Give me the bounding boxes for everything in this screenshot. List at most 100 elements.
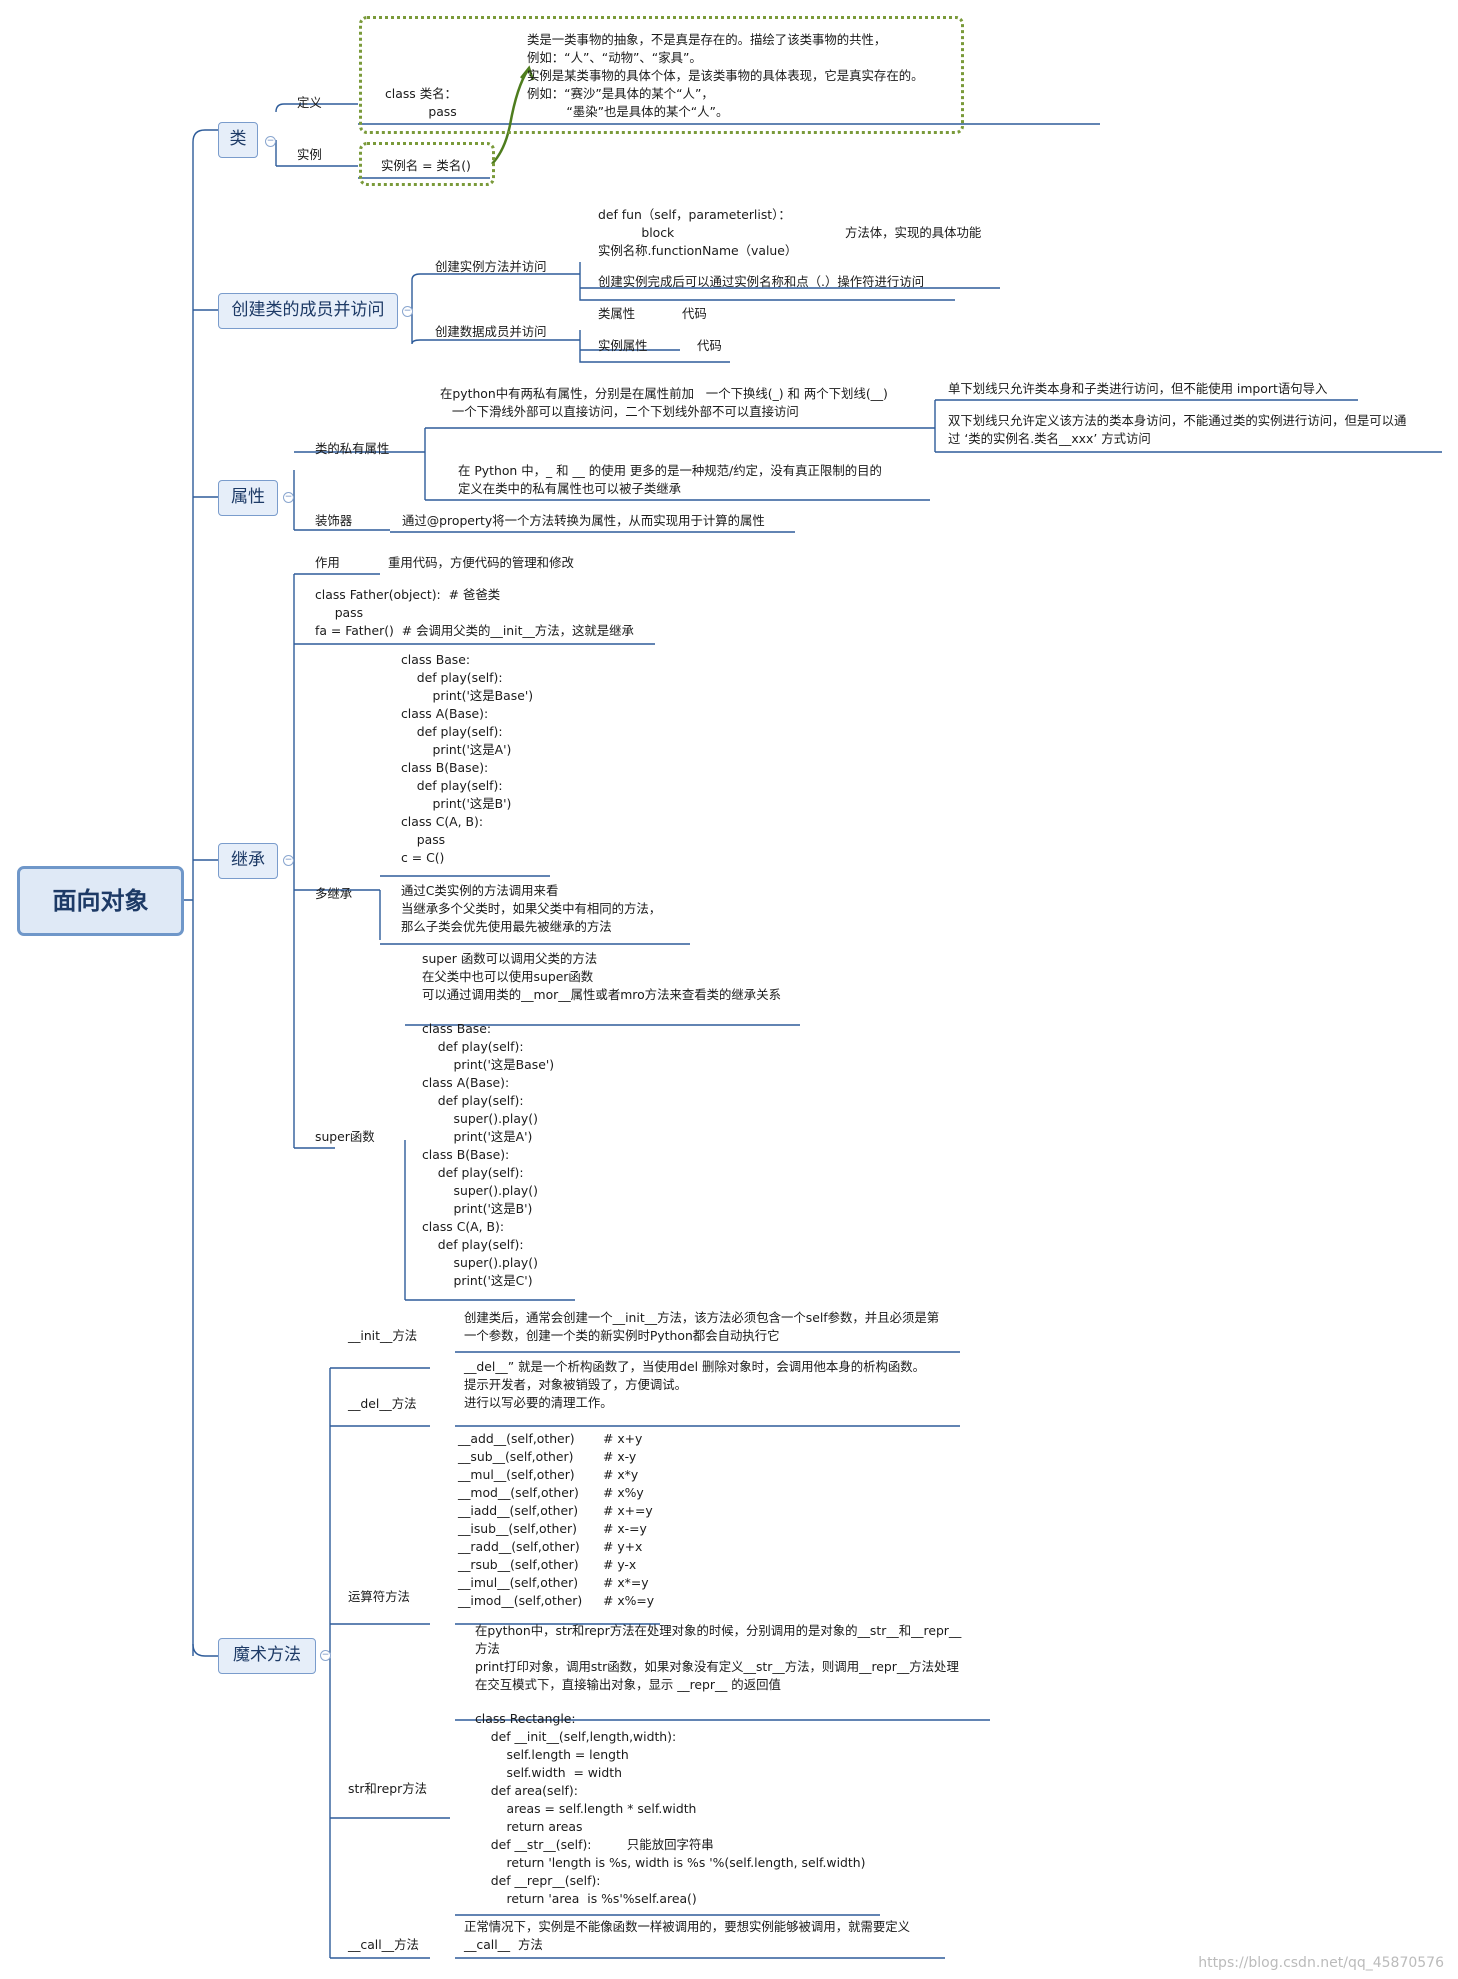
operator-comment: # x*y xyxy=(603,1467,639,1482)
watermark: https://blog.csdn.net/qq_45870576 xyxy=(1198,1955,1444,1971)
multi-code-line: class C(A, B): xyxy=(401,814,484,829)
init-desc-1: 创建类后，通常会创建一个__init__方法，该方法必须包含一个self参数，并… xyxy=(464,1310,940,1325)
method-code-2: block xyxy=(598,225,675,240)
label-instance: 实例 xyxy=(297,147,322,162)
init-desc-2: 一个参数，创建一个类的新实例时Python都会自动执行它 xyxy=(464,1328,780,1343)
method-code-1: def fun（self，parameterlist）： xyxy=(598,207,791,222)
multi-code-line: class A(Base): xyxy=(401,706,489,721)
operator-comment: # x%=y xyxy=(603,1593,655,1608)
str-code-line: def __repr__(self): xyxy=(475,1873,601,1888)
multi-code-line: print('这是B') xyxy=(401,796,512,811)
label-decorator: 装饰器 xyxy=(315,513,353,528)
operator-comment: # x*=y xyxy=(603,1575,649,1590)
definition-desc-1: 类是一类事物的抽象，不是真是存在的。描绘了该类事物的共性， xyxy=(527,32,887,47)
label-method: 创建实例方法并访问 xyxy=(435,259,547,274)
method-code-3: 实例名称.functionName（value） xyxy=(598,243,798,258)
operator-method: __imul__(self,other) xyxy=(458,1575,579,1590)
str-code-line: return areas xyxy=(475,1819,583,1834)
label-init: __init__方法 xyxy=(348,1328,418,1343)
label-multi: 多继承 xyxy=(315,886,353,901)
str-code-line: return 'length is %s, width is %s '%(sel… xyxy=(475,1855,866,1870)
multi-code-line: pass xyxy=(401,832,446,847)
private-desc-2b: 定义在类中的私有属性也可以被子类继承 xyxy=(458,481,682,496)
str-code-line: def area(self): xyxy=(475,1783,578,1798)
str-code-line: def __str__(self): 只能放回字符串 xyxy=(475,1837,714,1852)
str-code-line: self.width = width xyxy=(475,1765,622,1780)
multi-code-line: c = C() xyxy=(401,850,445,865)
super-code-line: def play(self): xyxy=(422,1165,524,1180)
collapse-icon[interactable]: − xyxy=(283,492,294,503)
operator-comment: # y+x xyxy=(603,1539,643,1554)
decorator-desc: 通过@property将一个方法转换为属性，从而实现用于计算的属性 xyxy=(402,513,765,528)
super-code-line: print('这是Base') xyxy=(422,1057,555,1072)
definition-code-1: class 类名： xyxy=(385,86,457,101)
definition-desc-4: 例如：“赛沙”是具体的某个“人”， xyxy=(527,86,714,101)
multi-code-line: class Base: xyxy=(401,652,471,667)
operator-method: __sub__(self,other) xyxy=(458,1449,574,1464)
operator-method: __mul__(self,other) xyxy=(458,1467,575,1482)
operator-comment: # x-=y xyxy=(603,1521,647,1536)
operator-comment: # x+=y xyxy=(603,1503,653,1518)
str-desc-4: 在交互模式下，直接输出对象，显示 __repr__ 的返回值 xyxy=(475,1677,781,1692)
multi-code-line: print('这是Base') xyxy=(401,688,534,703)
class-attribute-code: 代码 xyxy=(682,306,707,321)
instance-box xyxy=(359,142,495,186)
node-attr[interactable]: 属性 xyxy=(218,480,278,516)
basic-code-3: fa = Father() # 会调用父类的__init__方法，这就是继承 xyxy=(315,623,634,638)
private-right-1: 单下划线只允许类本身和子类进行访问，但不能使用 import语句导入 xyxy=(948,381,1328,396)
super-code-line: print('这是C') xyxy=(422,1273,533,1288)
multi-desc-1: 通过C类实例的方法调用来看 xyxy=(401,883,559,898)
collapse-icon[interactable]: − xyxy=(283,855,294,866)
call-desc-2: __call__ 方法 xyxy=(464,1937,543,1952)
label-str-repr: str和repr方法 xyxy=(348,1781,427,1796)
definition-code-2: pass xyxy=(385,104,457,119)
operator-method: __rsub__(self,other) xyxy=(458,1557,579,1572)
definition-desc-3: 实例是某类事物的具体个体，是该类事物的具体表现，它是真实存在的。 xyxy=(527,68,924,83)
multi-desc-3: 那么子类会优先使用最先被继承的方法 xyxy=(401,919,612,934)
super-desc-1: super 函数可以调用父类的方法 xyxy=(422,951,598,966)
definition-box xyxy=(359,16,964,134)
multi-code-line: print('这是A') xyxy=(401,742,512,757)
super-code-line: class Base: xyxy=(422,1021,492,1036)
str-code-line: self.length = length xyxy=(475,1747,629,1762)
operator-method: __mod__(self,other) xyxy=(458,1485,579,1500)
collapse-icon[interactable]: − xyxy=(402,306,413,317)
label-super: super函数 xyxy=(315,1129,375,1144)
multi-code-line: def play(self): xyxy=(401,778,503,793)
instance-attribute-code: 代码 xyxy=(697,338,722,353)
label-use: 作用 xyxy=(315,555,340,570)
super-desc-3: 可以通过调用类的__mor__属性或者mro方法来查看类的继承关系 xyxy=(422,987,781,1002)
label-data-member: 创建数据成员并访问 xyxy=(435,324,547,339)
operator-method: __isub__(self,other) xyxy=(458,1521,577,1536)
instance-attribute: 实例属性 xyxy=(598,338,648,353)
str-code-line: areas = self.length * self.width xyxy=(475,1801,697,1816)
super-code-line: print('这是A') xyxy=(422,1129,533,1144)
super-code-line: class B(Base): xyxy=(422,1147,510,1162)
super-code-line: def play(self): xyxy=(422,1093,524,1108)
operator-comment: # x+y xyxy=(603,1431,643,1446)
operator-method: __radd__(self,other) xyxy=(458,1539,580,1554)
label-operator: 运算符方法 xyxy=(348,1589,410,1604)
str-desc-2: 方法 xyxy=(475,1641,500,1656)
del-desc-2: 提示开发者，对象被销毁了，方便调试。 xyxy=(464,1377,688,1392)
str-code-line: class Rectangle: xyxy=(475,1711,576,1726)
del-desc-1: __del__” 就是一个析构函数了，当使用del 删除对象时，会调用他本身的析… xyxy=(464,1359,926,1374)
label-private: 类的私有属性 xyxy=(315,441,390,456)
collapse-icon[interactable]: − xyxy=(265,136,276,147)
node-lei[interactable]: 类 xyxy=(218,122,258,158)
basic-code-2: pass xyxy=(315,605,364,620)
node-magic[interactable]: 魔术方法 xyxy=(218,1638,316,1674)
definition-desc-5: “墨染”也是具体的某个“人”。 xyxy=(527,104,729,119)
super-code-line: print('这是B') xyxy=(422,1201,533,1216)
super-code-line: super().play() xyxy=(422,1111,538,1126)
call-desc-1: 正常情况下，实例是不能像函数一样被调用的，要想实例能够被调用，就需要定义 xyxy=(464,1919,911,1934)
collapse-icon[interactable]: − xyxy=(320,1650,331,1661)
node-inherit[interactable]: 继承 xyxy=(218,843,278,879)
root-node[interactable]: 面向对象 xyxy=(17,866,184,936)
definition-desc-2: 例如：“人”、“动物”、“家具”。 xyxy=(527,50,702,65)
super-code-line: class A(Base): xyxy=(422,1075,510,1090)
del-desc-3: 进行以写必要的清理工作。 xyxy=(464,1395,613,1410)
multi-code-line: def play(self): xyxy=(401,724,503,739)
node-members[interactable]: 创建类的成员并访问 xyxy=(218,293,398,329)
super-code-line: super().play() xyxy=(422,1255,538,1270)
